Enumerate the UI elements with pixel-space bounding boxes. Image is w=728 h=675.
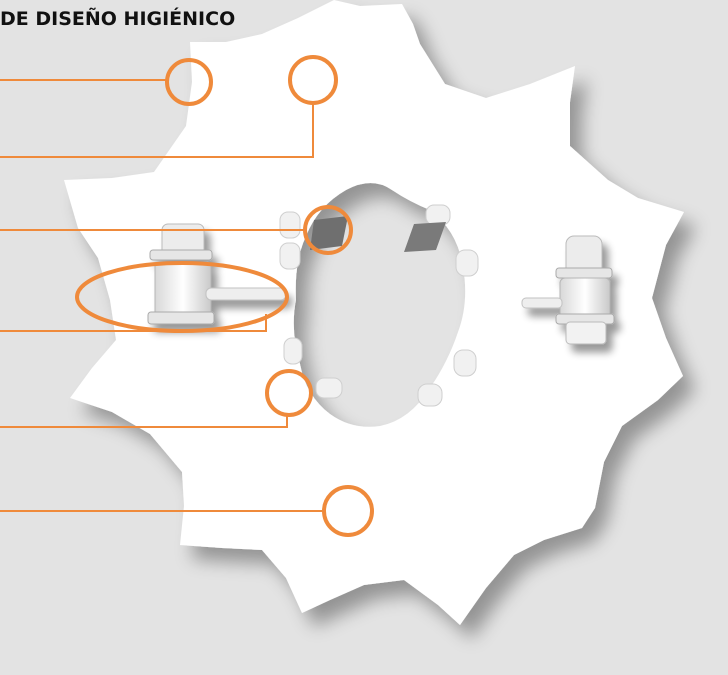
right-bolt-assembly [521,235,615,345]
callout-circle [165,58,213,106]
callouts [0,55,374,537]
callout-3 [0,205,353,255]
left-bolt-assembly [147,223,287,325]
callout-circle [265,369,313,417]
callout-5 [0,369,313,428]
hub-lug [279,211,301,239]
hub-lug [315,377,343,399]
square-key [310,216,348,250]
callout-line [0,103,314,158]
callout-4 [0,261,289,333]
callout-circle [303,205,353,255]
hub-lug [425,204,451,226]
callout-circle [322,485,374,537]
hub-lug [279,242,301,270]
hub-lug [283,337,303,365]
callout-6 [0,485,374,537]
diagram-title: DE DISEÑO HIGIÉNICO [0,8,236,30]
callout-1 [0,58,213,106]
hub-lug [453,349,477,377]
callout-circle [288,55,338,105]
hub-lug [455,249,479,277]
square-key [404,222,446,252]
hub-lug [417,383,443,407]
callout-line [0,314,267,332]
hub-lugs [279,204,479,407]
callout-2 [0,55,338,158]
callout-line [0,415,288,428]
